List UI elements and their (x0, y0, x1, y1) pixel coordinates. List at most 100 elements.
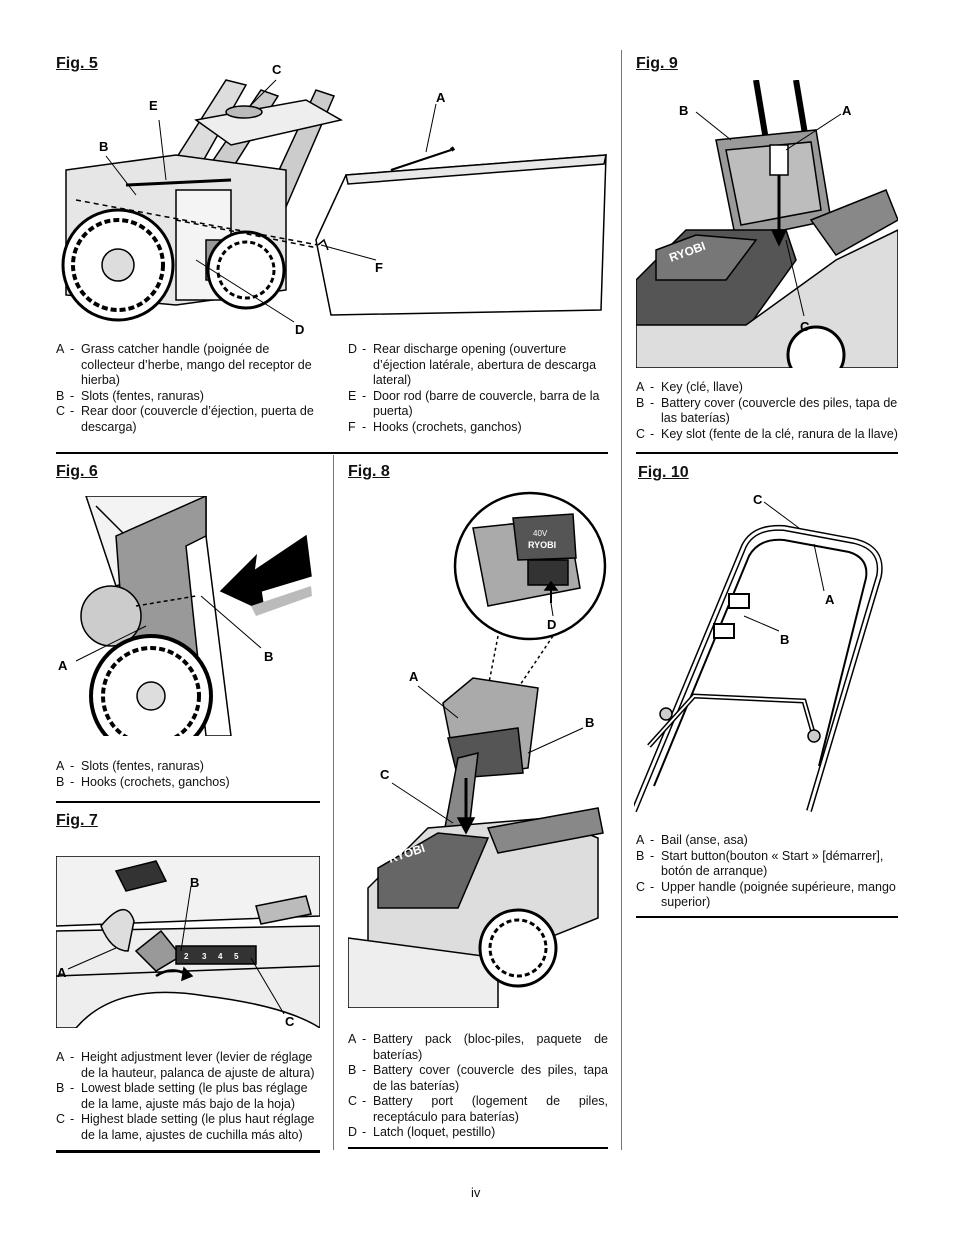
legend-item: E-Door rod (barre de couvercle, barra de… (348, 389, 606, 420)
fig8-bottom-rule (348, 1147, 608, 1149)
legend-item: A-Key (clé, llave) (636, 380, 898, 396)
fig5-callout-d: D (295, 322, 304, 337)
legend-letter: F (348, 419, 356, 434)
fig10-legend: A-Bail (anse, asa) B-Start button(bouton… (636, 833, 898, 911)
fig5-callout-e: E (149, 98, 158, 113)
fig7-callout-c: C (285, 1014, 295, 1028)
legend-letter: D (348, 1125, 358, 1139)
legend-text: Battery cover (couvercle des piles, tapa… (661, 395, 898, 426)
legend-item: D-Rear discharge opening (ouverture d’éj… (348, 342, 606, 389)
legend-text: Lowest blade setting (le plus bas réglag… (81, 1081, 308, 1111)
fig8-title: Fig. 8 (348, 463, 390, 480)
legend-text: Start button(bouton « Start » [démarrer]… (661, 848, 884, 879)
legend-item: A-Height adjustment lever (levier de rég… (56, 1050, 318, 1081)
fig7-illustration: 2 3 4 5 A B C (56, 856, 320, 1028)
legend-item: A-Slots (fentes, ranuras) (56, 759, 318, 775)
fig7-setting-2: 2 (184, 952, 189, 961)
fig9-illustration: RYOBI A B C (636, 80, 898, 368)
fig10-callout-b: B (780, 632, 789, 647)
fig7-title: Fig. 7 (56, 812, 98, 829)
fig5-callout-b: B (99, 139, 108, 154)
legend-text: Height adjustment lever (levier de régla… (81, 1050, 315, 1080)
legend-letter: B (56, 1081, 65, 1095)
legend-letter: B (56, 388, 65, 403)
fig8-inset-logo: RYOBI (528, 540, 556, 550)
fig9-legend: A-Key (clé, llave) B-Battery cover (couv… (636, 380, 898, 442)
fig8-illustration: 40V RYOBI RYOBI A B C D (348, 488, 608, 1008)
legend-item: A-Grass catcher handle (poignée de colle… (56, 342, 318, 389)
legend-text: Hooks (crochets, ganchos) (81, 774, 230, 789)
legend-letter: A (348, 1032, 357, 1046)
fig10-callout-a: A (825, 592, 835, 607)
legend-item: A-Battery pack (bloc-piles, paquete de b… (348, 1032, 608, 1062)
legend-text: Grass catcher handle (poignée de collect… (81, 342, 312, 387)
fig6-callout-b: B (264, 649, 273, 664)
page-number: iv (471, 1185, 481, 1200)
column-divider (621, 50, 622, 1150)
fig5-callout-c: C (272, 62, 282, 77)
legend-letter: A (636, 380, 645, 394)
fig10-callout-c: C (753, 492, 763, 507)
fig5-illustration: A B C D E F (56, 62, 612, 337)
fig10-bottom-rule (636, 916, 898, 918)
fig10-title: Fig. 10 (638, 464, 689, 481)
fig6-illustration: A B (58, 496, 312, 736)
legend-item: B-Battery cover (couvercle des piles, ta… (636, 395, 898, 426)
legend-letter: A (56, 342, 65, 356)
legend-letter: D (348, 342, 358, 356)
fig5-legend-left: A-Grass catcher handle (poignée de colle… (56, 342, 318, 435)
legend-letter: C (636, 879, 646, 894)
legend-text: Upper handle (poignée supérieure, mango … (661, 879, 896, 910)
fig7-callout-b: B (190, 875, 199, 890)
fig10-illustration: C A B (634, 492, 896, 816)
legend-letter: B (348, 1063, 357, 1077)
fig9-callout-b: B (679, 103, 688, 118)
legend-text: Battery port (logement de piles, receptá… (373, 1094, 608, 1124)
legend-letter: B (636, 395, 645, 410)
legend-letter: A (636, 833, 645, 847)
legend-letter: B (636, 848, 645, 863)
fig8-battery-label: 40V (533, 529, 548, 538)
legend-text: Slots (fentes, ranuras) (81, 388, 204, 403)
legend-letter: A (56, 759, 65, 773)
legend-letter: C (636, 426, 646, 441)
legend-letter: C (56, 404, 66, 418)
fig8-callout-a: A (409, 669, 419, 684)
legend-text: Key (clé, llave) (661, 380, 743, 394)
legend-text: Battery pack (bloc-piles, paquete de bat… (373, 1032, 608, 1062)
fig6-legend: A-Slots (fentes, ranuras) B-Hooks (croch… (56, 759, 318, 790)
fig7-callout-a: A (57, 965, 67, 980)
legend-item: B-Battery cover (couvercle des piles, ta… (348, 1063, 608, 1093)
legend-letter: C (348, 1094, 358, 1108)
fig7-setting-3: 3 (202, 952, 207, 961)
legend-item: C-Highest blade setting (le plus haut ré… (56, 1112, 318, 1143)
legend-text: Rear discharge opening (ouverture d’éjec… (373, 342, 597, 387)
legend-item: C-Rear door (couvercle d’éjection, puert… (56, 404, 318, 435)
legend-item: A-Bail (anse, asa) (636, 833, 898, 849)
legend-text: Rear door (couvercle d’éjection, puerta … (81, 404, 314, 434)
legend-letter: A (56, 1050, 65, 1064)
fig5-legend-right: D-Rear discharge opening (ouverture d’éj… (348, 342, 606, 435)
legend-text: Key slot (fente de la clé, ranura de la … (661, 426, 898, 441)
fig9-callout-c: C (800, 319, 810, 334)
legend-item: B-Lowest blade setting (le plus bas régl… (56, 1081, 318, 1112)
fig6-bottom-rule (56, 801, 320, 803)
legend-letter: B (56, 774, 65, 789)
column-divider (333, 455, 334, 1150)
legend-item: B-Slots (fentes, ranuras) (56, 389, 318, 405)
fig8-legend: A-Battery pack (bloc-piles, paquete de b… (348, 1032, 608, 1141)
fig5-callout-f: F (375, 260, 383, 275)
fig7-setting-5: 5 (234, 952, 239, 961)
legend-item: C-Key slot (fente de la clé, ranura de l… (636, 426, 898, 441)
legend-text: Slots (fentes, ranuras) (81, 759, 204, 773)
fig6-callout-a: A (58, 658, 68, 673)
fig7-legend: A-Height adjustment lever (levier de rég… (56, 1050, 318, 1143)
legend-item: B-Start button(bouton « Start » [démarre… (636, 849, 898, 880)
fig5-title: Fig. 5 (56, 55, 98, 72)
legend-text: Door rod (barre de couvercle, barra de l… (373, 388, 600, 419)
fig9-bottom-rule (636, 452, 898, 454)
legend-item: B-Hooks (crochets, ganchos) (56, 775, 318, 791)
fig8-callout-b: B (585, 715, 594, 730)
fig6-title: Fig. 6 (56, 463, 98, 480)
legend-letter: C (56, 1112, 66, 1126)
